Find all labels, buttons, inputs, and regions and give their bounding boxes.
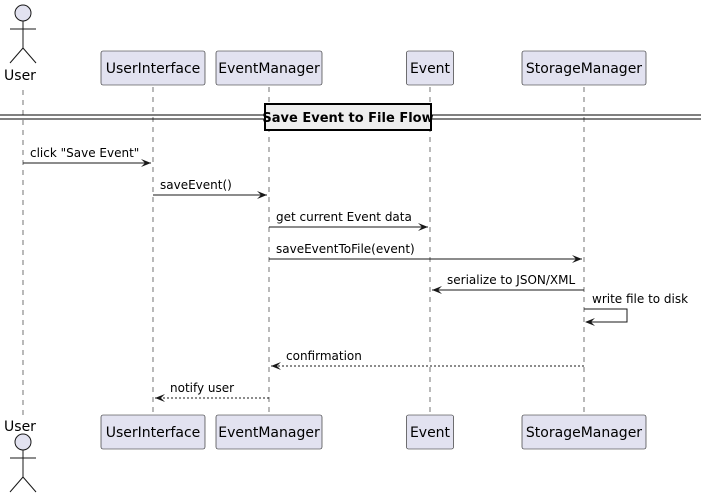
participant-label-sm-bottom: StorageManager: [526, 425, 642, 441]
message-label-8: notify user: [170, 381, 234, 395]
actor-bottom: User: [4, 419, 37, 493]
participant-box-ev-bottom: [406, 414, 454, 450]
message-label-2: saveEvent(): [160, 178, 232, 192]
divider-box: [264, 103, 432, 131]
participant-box-sm-top: [521, 50, 647, 86]
participant-label-ui-bottom: UserInterface: [106, 425, 201, 441]
actor-top: User: [4, 4, 37, 84]
participant-box-ev-top: [406, 50, 454, 86]
message-arrowhead-4: [572, 255, 582, 263]
actor-head-top: [14, 4, 32, 22]
participants-top: User UserInterface EventManager Event Storag…: [4, 4, 647, 86]
message-label-6: write file to disk: [592, 292, 688, 306]
participant-label-ev-bottom: Event: [410, 425, 451, 441]
participant-ui-top: UserInterface: [100, 50, 206, 86]
message-7: confirmation: [271, 349, 584, 370]
participant-sm-top: StorageManager: [521, 50, 647, 86]
message-arrowhead-3: [418, 223, 428, 231]
message-4: saveEventToFile(event): [269, 242, 582, 263]
message-arrowhead-2: [257, 191, 267, 199]
participant-box-sm-bottom: [521, 414, 647, 450]
participant-ev-top: Event: [406, 50, 454, 86]
message-arrowhead-1: [141, 159, 151, 167]
actor-leg-right-bottom: [22, 476, 37, 493]
message-arrowhead-8: [155, 394, 165, 402]
participant-box-ui-bottom: [100, 414, 206, 450]
message-5: serialize to JSON/XML: [432, 273, 584, 294]
participant-box-em-bottom: [215, 414, 323, 450]
message-8: notify user: [155, 381, 269, 402]
actor-label-top: User: [4, 68, 36, 84]
divider-label: Save Event to File Flow: [262, 111, 433, 126]
lifelines: [22, 87, 585, 418]
participant-label-sm-top: StorageManager: [526, 61, 642, 77]
participant-em-top: EventManager: [215, 50, 323, 86]
actor-head-bottom: [14, 433, 32, 451]
participant-ev-bottom: Event: [406, 414, 454, 450]
actor-leg-right-top: [22, 47, 37, 64]
participant-label-em-bottom: EventManager: [218, 425, 320, 441]
participant-sm-bottom: StorageManager: [521, 414, 647, 450]
participants-bottom: User UserInterface EventManager Event Storag…: [4, 414, 647, 493]
section-divider: Save Event to File Flow: [0, 103, 701, 131]
participant-label-ev-top: Event: [410, 61, 451, 77]
message-label-3: get current Event data: [276, 210, 412, 224]
actor-leg-left-top: [9, 47, 24, 64]
message-1: click "Save Event": [23, 146, 151, 167]
participant-label-ui-top: UserInterface: [106, 61, 201, 77]
message-line-6: [584, 308, 628, 323]
message-label-5: serialize to JSON/XML: [447, 273, 575, 287]
message-6: write file to disk: [584, 292, 688, 326]
actor-label-bottom: User: [4, 419, 36, 435]
participant-box-ui-top: [100, 50, 206, 86]
message-arrowhead-5: [432, 286, 442, 294]
participant-ui-bottom: UserInterface: [100, 414, 206, 450]
participant-box-em-top: [215, 50, 323, 86]
message-label-1: click "Save Event": [30, 146, 139, 160]
participant-em-bottom: EventManager: [215, 414, 323, 450]
messages: click "Save Event" saveEvent() get current…: [23, 146, 688, 402]
actor-leg-left-bottom: [9, 476, 24, 493]
message-label-4: saveEventToFile(event): [276, 242, 415, 256]
message-2: saveEvent(): [153, 178, 267, 199]
message-3: get current Event data: [269, 210, 428, 231]
participant-label-em-top: EventManager: [218, 61, 320, 77]
message-arrowhead-7: [271, 362, 281, 370]
message-label-7: confirmation: [286, 349, 362, 363]
message-arrowhead-6: [585, 318, 595, 326]
